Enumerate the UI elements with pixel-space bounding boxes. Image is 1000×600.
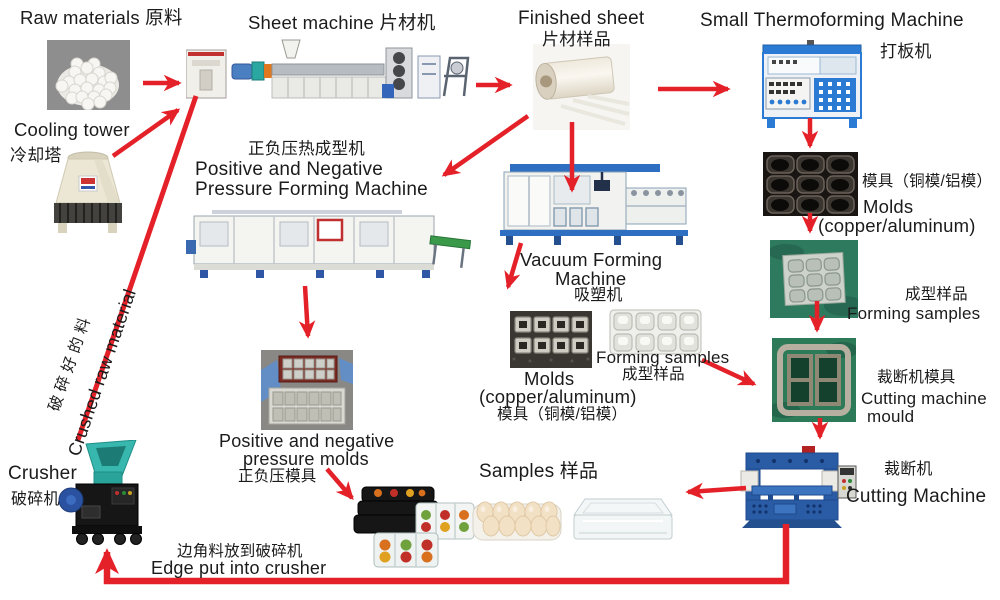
molds-right-label-en1: Molds bbox=[863, 196, 914, 217]
forming-samples-center-label-en: Forming samples bbox=[596, 348, 730, 367]
cutting-machine-label-en: Cutting Machine bbox=[846, 486, 987, 507]
pn-forming-machine-photo bbox=[186, 208, 474, 280]
small-thermoforming-label-en: Small Thermoforming Machine bbox=[700, 10, 964, 31]
crusher-photo bbox=[56, 440, 154, 546]
finished-sheet-label-en: Finished sheet bbox=[518, 8, 645, 29]
pn-molds-label-cn: 正负压模具 bbox=[238, 468, 317, 485]
vacuum-machine-label-cn: 吸塑机 bbox=[574, 287, 623, 304]
pn-molds-photo bbox=[261, 350, 353, 430]
cooling-tower-label-en: Cooling tower bbox=[14, 119, 130, 140]
sheet-machine-label: Sheet machine 片材机 bbox=[248, 12, 436, 33]
arrow-pn-molds-to-samples bbox=[325, 467, 354, 501]
small-thermoforming-label-cn: 打板机 bbox=[880, 42, 932, 61]
sheet-machine-photo bbox=[186, 38, 470, 100]
cutting-machine-photo bbox=[738, 446, 858, 532]
cutting-mould-label-en1: Cutting machine bbox=[861, 389, 987, 408]
forming-sample-photo-right bbox=[770, 240, 858, 318]
raw-materials-label: Raw materials 原料 bbox=[20, 7, 183, 28]
molds-center-label-en1: Molds bbox=[524, 368, 575, 389]
pn-molds-label-en2: pressure molds bbox=[243, 449, 369, 469]
small-thermoforming-machine-photo bbox=[757, 40, 867, 130]
cutting-machine-mould-photo bbox=[772, 338, 856, 422]
vacuum-machine-label-en1: Vacuum Forming bbox=[520, 249, 663, 270]
forming-samples-center-label-cn: 成型样品 bbox=[622, 366, 685, 383]
samples-food-containers-photo bbox=[352, 481, 480, 569]
vacuum-machine-label-en2: Machine bbox=[555, 268, 627, 289]
edge-to-crusher-label-en: Edge put into crusher bbox=[151, 558, 327, 578]
pn-machine-label-cn: 正负压热成型机 bbox=[248, 140, 365, 158]
finished-sheet-photo bbox=[533, 44, 630, 130]
molds-center-label-en2: (copper/aluminum) bbox=[479, 386, 637, 407]
cutting-machine-label-cn: 裁断机 bbox=[884, 461, 933, 478]
raw-materials-photo bbox=[47, 40, 130, 110]
forming-samples-photo-center bbox=[608, 308, 703, 356]
pn-molds-label-en1: Positive and negative bbox=[219, 431, 395, 451]
molds-copper-aluminum-photo-right bbox=[763, 152, 858, 216]
vacuum-forming-machine-photo bbox=[494, 162, 696, 246]
molds-center-label-cn: 模具（铜模/铝模） bbox=[497, 406, 628, 423]
samples-label: Samples 样品 bbox=[479, 461, 599, 482]
molds-right-label-cn: 模具（铜模/铝模） bbox=[862, 173, 993, 190]
forming-samples-right-label-en: Forming samples bbox=[847, 304, 981, 323]
crusher-label-en: Crusher bbox=[8, 463, 77, 484]
molds-copper-aluminum-photo-center bbox=[510, 311, 592, 368]
arrow-pn-machine-to-pn-molds bbox=[298, 285, 316, 339]
cutting-mould-label-cn: 裁断机模具 bbox=[877, 369, 956, 386]
pn-machine-label-en1: Positive and Negative bbox=[195, 159, 383, 180]
crusher-label-cn: 破碎机 bbox=[11, 491, 60, 508]
pn-machine-label-en2: Pressure Forming Machine bbox=[195, 179, 428, 200]
cooling-tower-label-cn: 冷却塔 bbox=[10, 146, 62, 165]
samples-egg-tray-photo bbox=[471, 488, 563, 546]
forming-samples-right-label-cn: 成型样品 bbox=[905, 286, 968, 303]
molds-right-label-en2: (copper/aluminum) bbox=[818, 215, 976, 236]
cutting-mould-label-en2: mould bbox=[867, 407, 915, 426]
samples-clear-container-photo bbox=[571, 485, 675, 547]
finished-sheet-label-cn: 片材样品 bbox=[542, 30, 611, 49]
